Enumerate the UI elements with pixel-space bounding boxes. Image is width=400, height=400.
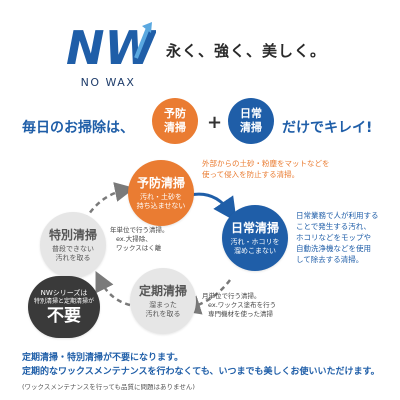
special-sub-1: 普段できない	[52, 244, 94, 253]
note-periodic: 月単位で行う清掃。 ex.ワックス塗布を行う 専門機材を使った清掃	[202, 292, 276, 319]
daily-title: 日常清掃	[230, 220, 279, 235]
circle-preventive: 予防清掃 汚れ・土砂を 持ち込ませない	[128, 160, 194, 226]
periodic-sub-1: 溜まった	[149, 300, 177, 309]
badge-preventive-line1: 予防	[164, 107, 186, 120]
note-preventive: 外部からの土砂・粉塵をマットなどを 使って侵入を防止する清掃。	[202, 158, 330, 180]
note-periodic-1: 月単位で行う清掃。	[202, 292, 261, 300]
note-special-1: 年単位で行う清掃。	[110, 226, 169, 234]
note-preventive-1: 外部からの土砂・粉塵をマットなどを	[202, 159, 330, 168]
note-daily-2: ことで発生する汚れ、	[296, 222, 371, 231]
badge-daily-line1: 日常	[240, 107, 262, 120]
note-special-2: ex.大掃除、	[116, 235, 152, 243]
note-special: 年単位で行う清掃。 ex.大掃除、 ワックスはく離	[110, 226, 169, 253]
bottom-footnote: (ワックスメンテナンスを行っても品質に問題はありません)	[22, 383, 195, 391]
circle-daily: 日常清掃 汚れ・ホコリを 溜めこまない	[222, 205, 288, 271]
badge-preventive: 予防 清掃	[152, 98, 198, 144]
nw-badge-line1: NWシリーズは	[40, 288, 88, 297]
nw-logo: NW NO WAX	[60, 18, 156, 98]
circle-special: 特別清掃 普段できない 汚れを取る	[40, 212, 106, 278]
circle-periodic: 定期清掃 溜まった 汚れを取る	[130, 268, 196, 334]
headline-suffix: だけでキレイ!	[282, 120, 373, 136]
nw-badge-big: 不要	[47, 305, 81, 326]
bottom-line-2: 定期的なワックスメンテナンスを行わなくても、いつまでも美しくお使いいただけます。	[22, 367, 380, 377]
special-sub-2: 汚れを取る	[55, 253, 91, 262]
headline-prefix: 毎日のお掃除は、	[22, 120, 134, 136]
plus-sign: +	[207, 112, 223, 133]
note-periodic-2: ex.ワックス塗布を行う	[208, 301, 277, 309]
logo-subtitle: NO WAX	[80, 76, 136, 89]
note-preventive-2: 使って侵入を防止する清掃。	[202, 170, 300, 179]
note-daily-4: 自動洗浄機などを使用	[296, 244, 371, 253]
badge-daily-line2: 清掃	[240, 121, 262, 134]
daily-sub-1: 汚れ・ホコリを	[230, 237, 280, 246]
nw-series-badge: NWシリーズは 特別清掃と定期清掃が 不要	[28, 276, 100, 338]
note-daily-1: 日常業務で人が利用する	[296, 211, 379, 220]
note-daily-5: して除去する清掃。	[296, 255, 364, 264]
arrow-special-to-preventive	[83, 182, 135, 221]
badge-preventive-line2: 清掃	[164, 121, 186, 134]
note-daily: 日常業務で人が利用する ことで発生する汚れ、 ホコリなどをモップや 自動洗浄機な…	[296, 210, 379, 265]
preventive-sub-1: 汚れ・土砂を	[140, 192, 182, 201]
daily-sub-2: 溜めこまない	[234, 246, 276, 255]
preventive-title: 予防清掃	[136, 175, 185, 190]
badge-daily: 日常 清掃	[228, 98, 274, 144]
preventive-sub-2: 持ち込ませない	[136, 201, 186, 210]
arrow-preventive-to-daily	[189, 192, 237, 222]
special-title: 特別清掃	[48, 227, 97, 242]
periodic-title: 定期清掃	[138, 283, 187, 298]
bottom-line-1: 定期清掃・特別清掃が不要になります。	[22, 353, 184, 363]
tagline: 永く、強く、美しく。	[166, 42, 327, 60]
nw-badge-line2: 特別清掃と定期清掃が	[33, 297, 94, 305]
periodic-sub-2: 汚れを取る	[145, 309, 181, 318]
note-periodic-3: 専門機材を使った清掃	[208, 310, 273, 318]
arrow-periodic-to-special	[95, 271, 131, 307]
note-special-3: ワックスはく離	[116, 244, 162, 252]
nw-logo-icon: NW	[66, 21, 156, 70]
note-daily-3: ホコリなどをモップや	[296, 233, 371, 242]
